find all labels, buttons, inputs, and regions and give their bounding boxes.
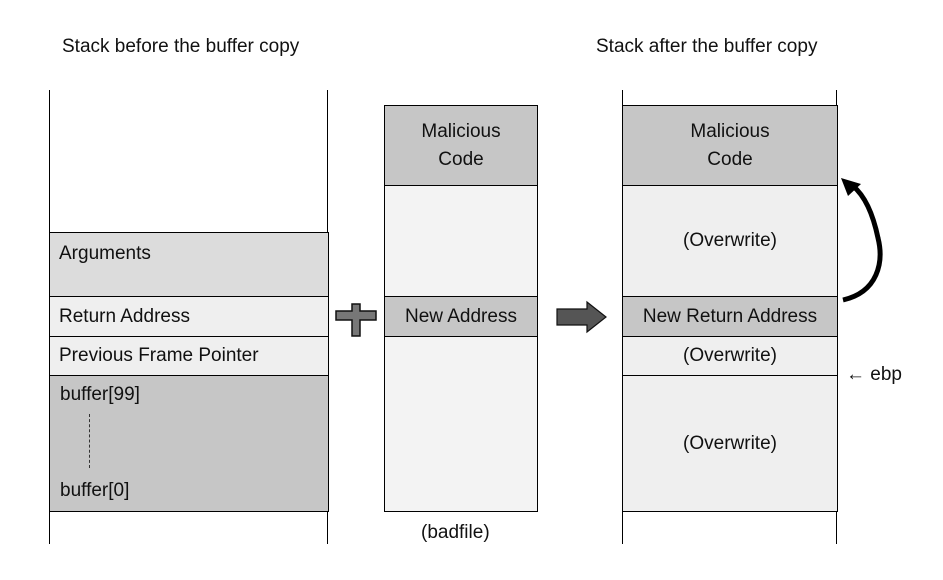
overwrite-upper-label: (Overwrite) [683,230,777,251]
stack-malicious-code-label: Malicious Code [690,120,770,170]
overwrite-mid-label: (Overwrite) [683,345,777,366]
badfile-new-address-cell: New Address [384,296,538,337]
badfile-empty-lower-cell [384,336,538,512]
overwrite-mid-cell: (Overwrite) [622,336,838,376]
ebp-pointer-label: ← ebp [846,364,902,385]
overwrite-lower-cell: (Overwrite) [622,375,838,512]
overwrite-upper-cell: (Overwrite) [622,185,838,297]
badfile-malicious-code-cell: Malicious Code [384,105,538,186]
plus-icon [335,303,377,337]
buffer-top-label: buffer[99] [60,384,140,405]
overwrite-lower-label: (Overwrite) [683,432,777,454]
new-return-address-label: New Return Address [642,305,818,327]
right-arrow-icon [556,300,607,334]
arguments-label: Arguments [59,243,151,264]
arguments-cell: Arguments [49,232,329,297]
badfile-empty-upper-cell [384,185,538,297]
buffer-bottom-label: buffer[0] [60,480,130,501]
buffer-cell: buffer[99] buffer[0] [49,375,329,512]
previous-frame-pointer-cell: Previous Frame Pointer [49,336,329,376]
new-return-address-cell: New Return Address [622,296,838,337]
title-after: Stack after the buffer copy [596,36,818,57]
buffer-dashed-line [89,414,90,468]
curved-arrow-icon [841,178,883,303]
badfile-caption: (badfile) [421,522,490,543]
stack-malicious-code-cell: Malicious Code [622,105,838,186]
previous-frame-pointer-label: Previous Frame Pointer [59,345,259,366]
return-address-label: Return Address [59,305,190,327]
badfile-new-address-label: New Address [405,305,517,327]
title-before: Stack before the buffer copy [62,36,300,57]
badfile-malicious-code-label: Malicious Code [421,120,501,170]
